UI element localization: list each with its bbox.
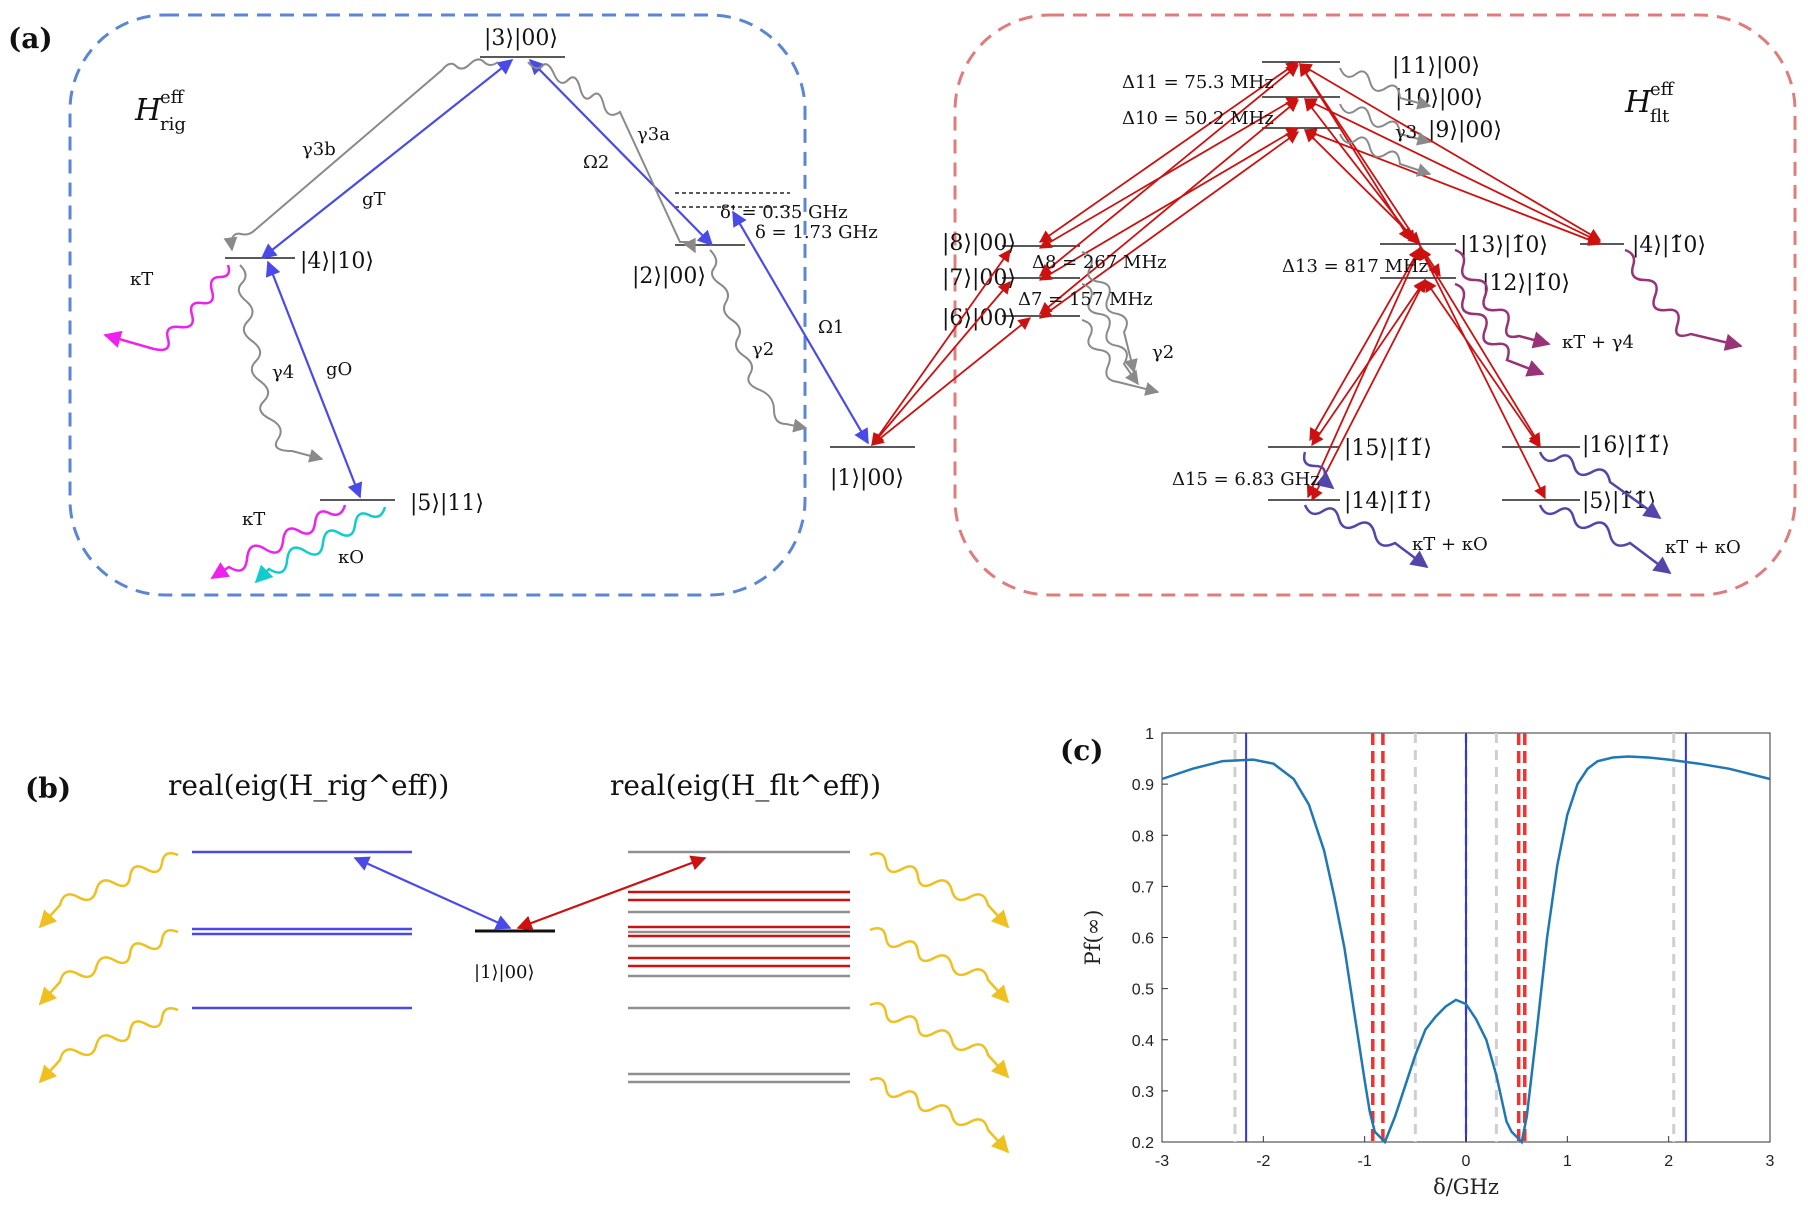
kappa-T-label-2: κT	[242, 509, 265, 530]
x-tick-label: 0	[1462, 1153, 1471, 1170]
x-tick-label: -3	[1155, 1153, 1169, 1170]
state-5-flt: |5⟩|1̃1̃⟩	[1582, 489, 1656, 514]
y-tick-label: 0.4	[1132, 1033, 1154, 1050]
gO-label: gO	[326, 359, 352, 380]
state-4-flt: |4⟩|1̃0⟩	[1632, 233, 1706, 258]
omega-2-label: Ω2	[583, 152, 609, 173]
rig-cavity-decays	[103, 264, 387, 584]
svg-text:eff: eff	[160, 87, 185, 108]
state-14: |14⟩|1̃1̃⟩	[1344, 489, 1432, 514]
y-tick-label: 0.3	[1132, 1084, 1154, 1101]
state-11: |11⟩|00⟩	[1392, 54, 1480, 79]
state-13: |13⟩|1̃0⟩	[1460, 233, 1548, 258]
flt-violet-decays	[1302, 451, 1672, 575]
delta-13-label: Δ13 = 817 MHz	[1282, 256, 1428, 277]
kT-kO-label-2: κT + κO	[1665, 537, 1741, 558]
rig-coupling-arrows	[260, 58, 869, 499]
y-axis-label: Pf(∞)	[1081, 910, 1105, 966]
gamma-2-flt-label: γ2	[1152, 342, 1174, 363]
kT-g4-label: κT + γ4	[1562, 332, 1634, 353]
svg-text:flt: flt	[1650, 106, 1670, 127]
b-decay-waves-right	[869, 852, 1010, 1154]
delta-label: δ = 1.73 GHz	[755, 222, 878, 243]
state-10: |10⟩|00⟩	[1395, 86, 1483, 111]
omega-1-label: Ω1	[818, 317, 844, 338]
delta-prime-label: δ' = 0.35 GHz	[720, 202, 848, 223]
svg-text:H: H	[134, 93, 162, 128]
panel-a-tag: (a)	[8, 22, 53, 55]
rig-levels	[225, 56, 915, 501]
state-4: |4⟩|10⟩	[300, 249, 374, 274]
y-tick-label: 0.6	[1132, 931, 1154, 948]
b-decay-waves-left	[38, 852, 179, 1084]
x-tick-label: -1	[1358, 1153, 1372, 1170]
state-16: |16⟩|1̃1̃⟩	[1582, 433, 1670, 458]
panel-c-tag: (c)	[1060, 734, 1104, 767]
state-9: |9⟩|00⟩	[1428, 118, 1502, 143]
state-3: |3⟩|00⟩	[484, 26, 558, 51]
gamma-3-label: γ3	[1395, 122, 1417, 143]
gT-label: gT	[362, 189, 386, 210]
x-tick-label: 3	[1766, 1153, 1775, 1170]
delta-7-label: Δ7 = 157 MHz	[1018, 289, 1153, 310]
flt-coupling-b	[516, 855, 707, 931]
state-15: |15⟩|1̃1̃⟩	[1344, 436, 1432, 461]
y-tick-label: 0.2	[1132, 1135, 1154, 1152]
delta-15-label: Δ15 = 6.83 GHz	[1172, 469, 1320, 490]
delta-11-label: Δ11 = 75.3 MHz	[1122, 72, 1274, 93]
flt-purple-decays	[1454, 248, 1743, 377]
delta-10-label: Δ10 = 50.2 MHz	[1122, 108, 1274, 129]
gamma-2-label: γ2	[752, 339, 774, 360]
rig-eigen-levels	[192, 850, 412, 1010]
svg-text:H: H	[1624, 85, 1652, 120]
state-2: |2⟩|00⟩	[632, 264, 706, 289]
x-axis-label: δ/GHz	[1433, 1175, 1499, 1199]
gamma-3b-label: γ3b	[302, 139, 336, 160]
h-flt-label: H eff flt	[1624, 79, 1675, 127]
x-tick-label: 1	[1563, 1153, 1572, 1170]
svg-text:rig: rig	[160, 114, 186, 135]
y-tick-label: 1	[1145, 726, 1154, 743]
y-tick-label: 0.9	[1132, 777, 1154, 794]
state-5: |5⟩|11⟩	[410, 491, 484, 516]
kappa-T-label-1: κT	[130, 269, 153, 290]
state-8: |8⟩|00⟩	[942, 231, 1016, 256]
rig-box	[68, 13, 807, 597]
y-tick-label: 0.8	[1132, 828, 1154, 845]
rig-coupling-b	[353, 856, 512, 930]
delta-8-label: Δ8 = 267 MHz	[1032, 252, 1167, 273]
x-tick-label: -2	[1256, 1153, 1270, 1170]
x-tick-label: 2	[1664, 1153, 1673, 1170]
rig-decay-waves	[223, 58, 808, 463]
kT-kO-label-1: κT + κO	[1412, 534, 1488, 555]
ground-state-label-b: |1⟩|00⟩	[474, 962, 535, 983]
series-line	[1161, 755, 1771, 1145]
flt-eigen-levels	[628, 850, 850, 1084]
svg-text:eff: eff	[1650, 79, 1675, 100]
panel-b-title-left: real(eig(H_rig^eff))	[168, 769, 449, 802]
y-tick-label: 0.5	[1132, 982, 1154, 999]
state-1: |1⟩|00⟩	[830, 466, 904, 491]
panel-b-title-right: real(eig(H_flt^eff))	[610, 769, 881, 802]
kappa-O-label: κO	[338, 547, 364, 568]
flt-gray-decays	[1081, 67, 1432, 396]
panel-b-tag: (b)	[25, 772, 71, 805]
flt-coupling-arrows	[871, 61, 1602, 502]
gamma-4-label: γ4	[272, 362, 294, 383]
state-12: |12⟩|1̃0⟩	[1482, 271, 1570, 296]
chart-pf: -3 -2 -1 0 1 2 3 0.2 0.3 0.4 0.5 0.6 0.7 0.8 0.9 1 δ/GHz…	[1081, 726, 1775, 1199]
y-tick-label: 0.7	[1132, 879, 1154, 896]
gamma-3a-label: γ3a	[637, 124, 670, 145]
h-rig-label: H eff rig	[134, 87, 186, 135]
